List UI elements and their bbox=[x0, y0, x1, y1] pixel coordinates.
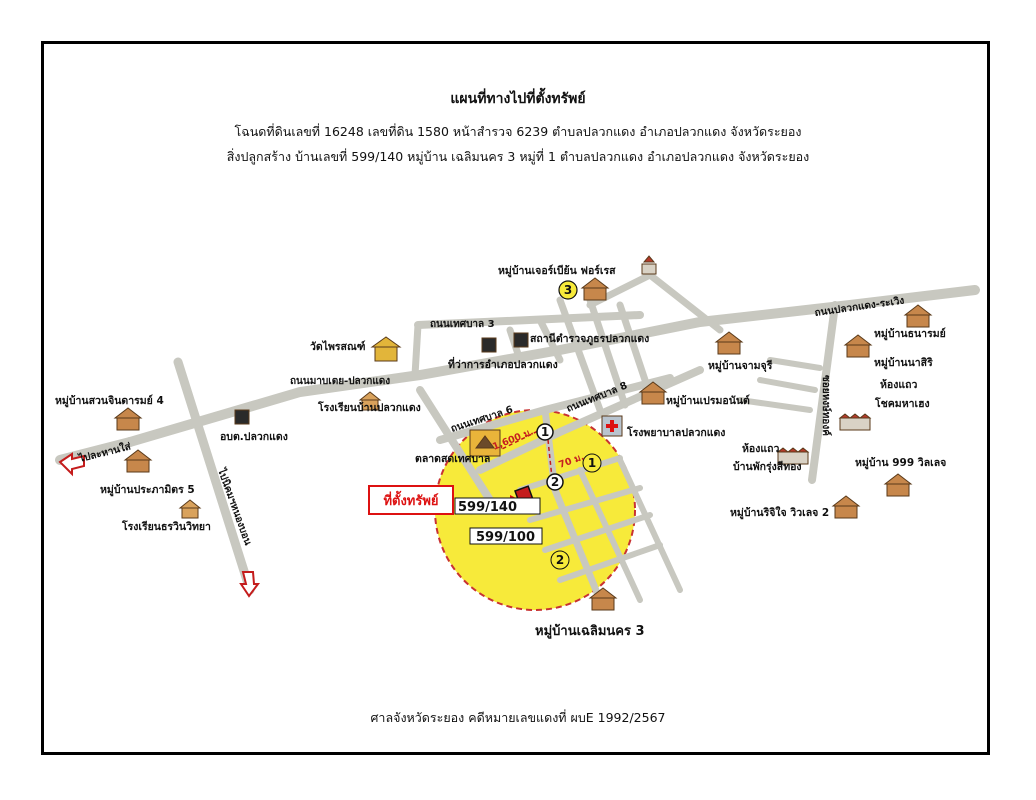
shophouse-icon bbox=[776, 447, 810, 465]
place-label-village-prapamit: หมู่บ้านประภามิตร 5 bbox=[100, 483, 195, 497]
house-icon bbox=[580, 277, 610, 301]
svg-text:2: 2 bbox=[551, 475, 559, 489]
place-label-village-jerbian: หมู่บ้านเจอร์เบีย้น ฟอร์เรส bbox=[498, 264, 616, 278]
house-icon bbox=[123, 449, 153, 473]
house-number-label: 599/140 bbox=[458, 500, 517, 515]
place-label-police-station: สถานีตำรวจภูธรปลวกแดง bbox=[530, 332, 649, 346]
place-label-chokmaheng: โชคมหาเฮง bbox=[874, 397, 930, 410]
left-direction-arrow bbox=[58, 452, 85, 477]
temple-icon bbox=[370, 336, 402, 362]
road-label-tessaban-3: ถนนเทศบาล 3 bbox=[430, 319, 495, 330]
place-label-obt: อบต.ปลวกแดง bbox=[220, 431, 288, 443]
village-marker-3: 3 bbox=[558, 280, 578, 300]
place-label-rungsiton: บ้านพักรุ่งสีทอง bbox=[733, 460, 802, 474]
road-label-lahansai: ไปละหานใส่ bbox=[77, 439, 133, 465]
place-label-school-tornwin: โรงเรียนธรวินวิทยา bbox=[121, 520, 211, 533]
place-label-village-prem: หมู่บ้านเปรมอนันต์ bbox=[666, 394, 750, 408]
road-label-soi-hong: ซอยหงษ์ทองค์ bbox=[820, 375, 832, 436]
place-label-village-suanjinda: หมู่บ้านสวนจินดารมย์ 4 bbox=[55, 394, 164, 408]
road-pluakdaeng-rawoeng bbox=[125, 285, 980, 447]
school-icon bbox=[358, 391, 382, 411]
emblem-icon bbox=[234, 409, 250, 425]
house-icon bbox=[831, 495, 861, 519]
svg-text:2: 2 bbox=[556, 553, 564, 567]
deed-info-line: โฉนดที่ดินเลขที่ 16248 เลขที่ดิน 1580 หน… bbox=[234, 124, 802, 139]
emblem-icon bbox=[481, 337, 497, 353]
svg-text:1: 1 bbox=[588, 456, 596, 470]
place-label-market: ตลาดสดเทศบาล bbox=[415, 453, 490, 465]
place-label-hospital: โรงพยาบาลปลวกแดง bbox=[626, 426, 725, 439]
emblem-icon bbox=[513, 332, 529, 348]
flag-icon bbox=[641, 255, 657, 275]
route-marker-1: 1 bbox=[536, 423, 554, 441]
house-icon bbox=[843, 334, 873, 358]
place-label-district-office: ที่ว่าการอำเภอปลวกแดง bbox=[448, 356, 558, 371]
place-label-village-999: หมู่บ้าน 999 วิลเลจ bbox=[855, 456, 946, 470]
place-label-wat-praisan: วัดไพรสณฑ์ bbox=[310, 340, 366, 353]
svg-text:3: 3 bbox=[564, 283, 572, 297]
school-icon bbox=[178, 499, 202, 519]
place-label-shophouse-1: ห้องแถว bbox=[880, 378, 917, 391]
place-label-school-pluakdaeng: โรงเรียนบ้านปลวกแดง bbox=[317, 401, 421, 414]
svg-text:1: 1 bbox=[541, 425, 549, 439]
route-marker-2: 2 bbox=[546, 473, 564, 491]
road-label-mabtay: ถนนมาบเตย-ปลวกแดง bbox=[290, 375, 390, 387]
hospital-icon bbox=[601, 415, 623, 437]
property-location-callout: ที่ตั้งทรัพย์ bbox=[368, 485, 454, 515]
place-label-village-nasiri: หมู่บ้านนาสิริ bbox=[874, 356, 933, 370]
market-icon bbox=[469, 429, 501, 457]
zone-marker-2: 2 bbox=[550, 550, 570, 570]
place-label-village-thanarom: หมู่บ้านธนารมย์ bbox=[874, 327, 946, 341]
road-right-vertical bbox=[808, 301, 839, 484]
neighbor-number-label: 599/100 bbox=[476, 530, 535, 545]
building-info-line: สิ่งปลูกสร้าง บ้านเลขที่ 599/140 หมู่บ้า… bbox=[226, 149, 810, 164]
house-icon bbox=[903, 304, 933, 328]
road-label-rawoeng: ถนนปลวกแดง-ระเวิง bbox=[814, 294, 905, 318]
zone-marker-1: 1 bbox=[582, 453, 602, 473]
place-label-village-chaloemnakhon: หมู่บ้านเฉลิมนคร 3 bbox=[535, 623, 645, 639]
court-case-footer: ศาลจังหวัดระยอง คดีหมายเลขแดงที่ ผบE 199… bbox=[370, 710, 666, 725]
house-icon bbox=[638, 381, 668, 405]
house-icon bbox=[714, 331, 744, 355]
place-label-village-rijijai: หมู่บ้านริจิใจ วิวเลจ 2 bbox=[730, 505, 829, 520]
place-label-village-jamjuree: หมู่บ้านจามจุรี bbox=[708, 359, 773, 373]
house-icon bbox=[588, 587, 618, 611]
house-icon bbox=[113, 407, 143, 431]
page-title: แผนที่ทางไปที่ตั้งทรัพย์ bbox=[450, 91, 586, 107]
down-direction-arrow bbox=[239, 571, 260, 598]
road-tessaban-3 bbox=[414, 311, 644, 329]
shophouse-icon bbox=[838, 413, 872, 431]
place-label-shophouse-2: ห้องแถว bbox=[742, 442, 779, 455]
road-left-vertical bbox=[173, 357, 255, 595]
house-icon bbox=[883, 473, 913, 497]
map-frame bbox=[41, 41, 990, 755]
